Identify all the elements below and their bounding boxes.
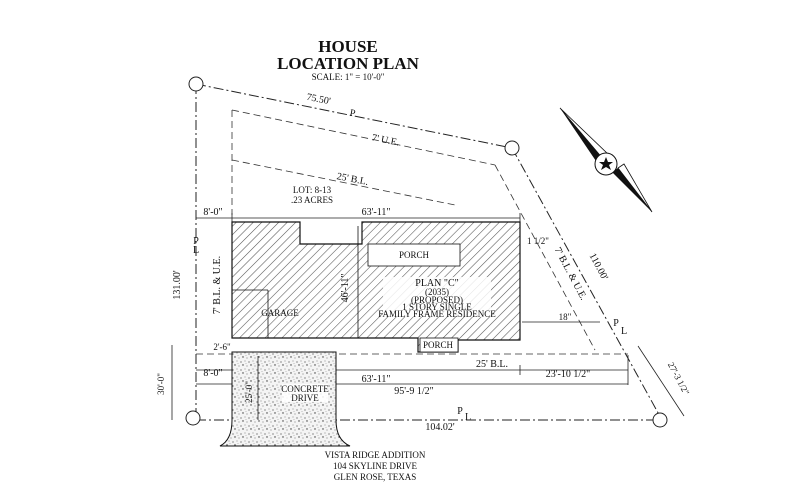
title-block: HOUSE LOCATION PLAN SCALE: 1" = 10'-0" — [277, 37, 420, 82]
dim-line-diag-right — [637, 345, 685, 417]
dim-overall: 95'-9 1/2" — [394, 386, 434, 397]
pl-mark-left-l: L — [193, 245, 199, 256]
title-line1: HOUSE — [318, 37, 378, 56]
drive-label: CONCRETE DRIVE — [281, 384, 329, 403]
house-desc-1: 1 STORY SINGLE — [402, 302, 472, 312]
footer-line2: 104 SKYLINE DRIVE — [333, 461, 417, 471]
dim-bl-top: 25' B.L. — [336, 171, 370, 188]
dim-front-gap: 25'-0" — [244, 381, 254, 403]
footer-line1: VISTA RIDGE ADDITION — [325, 450, 426, 460]
garage-label: GARAGE — [261, 308, 299, 318]
dim-bottom-right: 23'-10 1/2" — [546, 369, 591, 380]
dim-house-width-bottom: 63'-11" — [362, 374, 391, 385]
dim-diag-right: 27'-3 1/2" — [666, 361, 692, 397]
lot-label: LOT: 8-13 — [293, 185, 332, 195]
dim-right-pl-len: 110.00' — [587, 251, 610, 282]
dim-house-depth: 46'-11" — [340, 274, 351, 303]
dim-right-small: 1 1/2" — [527, 236, 549, 246]
porch-bottom-label: PORCH — [423, 340, 454, 350]
footer: VISTA RIDGE ADDITION 104 SKYLINE DRIVE G… — [325, 450, 426, 482]
porch-top-label: PORCH — [399, 250, 430, 260]
house-footprint — [231, 221, 521, 353]
plan-name: PLAN "C" — [415, 278, 458, 289]
dim-top-pl: 75.50' — [305, 92, 331, 107]
property-corner-markers — [185, 76, 668, 428]
dim-right-18: 18" — [559, 312, 572, 322]
lot-acres: .23 ACRES — [291, 195, 333, 205]
footer-line3: GLEN ROSE, TEXAS — [334, 472, 417, 482]
dim-house-width: 63'-11" — [362, 207, 391, 218]
dim-left-bl: 7' B.L. & U.E. — [212, 256, 223, 314]
dim-small-front: 2'-6" — [213, 342, 231, 352]
dim-ue-top: 7' U.E. — [371, 133, 400, 149]
north-arrow-icon — [559, 107, 653, 213]
drive-label-2: DRIVE — [291, 393, 319, 403]
pl-mark-bottom-l: L — [465, 412, 471, 423]
dim-bl-bottom: 25' B.L. — [476, 359, 508, 370]
texas-star-icon — [599, 157, 613, 170]
pl-mark-top: P — [349, 108, 357, 120]
pl-mark-bottom: P — [457, 406, 463, 417]
proposed-label: (PROPOSED) — [411, 295, 463, 305]
house-desc-2: FAMILY FRAME RESIDENCE — [378, 309, 496, 319]
drive-label-1: CONCRETE — [281, 384, 329, 394]
pl-mark-right-l: L — [621, 326, 627, 337]
dim-line-top — [196, 213, 521, 223]
dim-left-pl-len: 131.00' — [172, 270, 183, 300]
title-line2: LOCATION PLAN — [277, 54, 420, 73]
dim-left-setback: 8'-0" — [203, 207, 222, 218]
dim-side-front: 30'-0" — [156, 373, 166, 395]
dim-front-pl: 104.02' — [425, 422, 455, 433]
easement-lines — [231, 109, 596, 351]
pl-mark-right: P — [613, 318, 619, 329]
scale-label: SCALE: 1" = 10'-0" — [312, 72, 385, 82]
porch-bottom — [419, 337, 459, 353]
porch-top — [367, 243, 461, 267]
house-description: PLAN "C" (2035) (PROPOSED) 1 STORY SINGL… — [378, 277, 496, 319]
plan-code: (2035) — [425, 287, 449, 297]
dim-bottom-left: 8'-0" — [203, 368, 222, 379]
pl-mark-left: P — [193, 236, 199, 247]
dim-right-bl: 7' B.L. & U.E. — [552, 246, 589, 303]
